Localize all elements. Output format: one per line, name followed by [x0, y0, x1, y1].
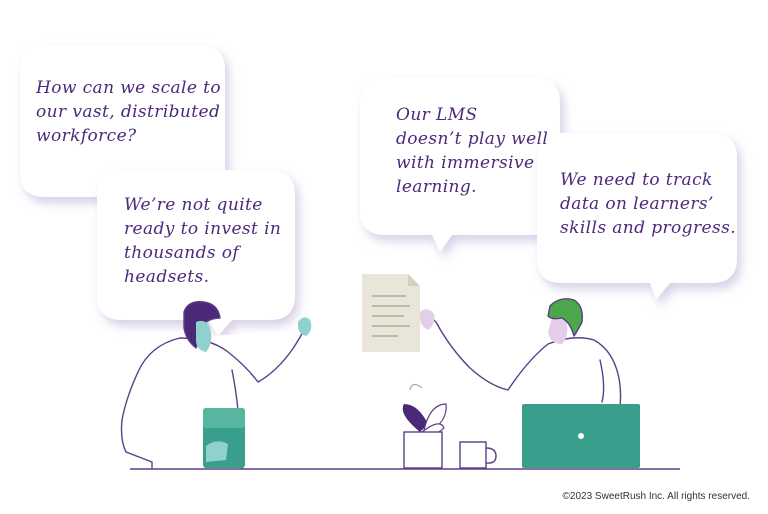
tablet-icon	[203, 408, 245, 468]
copyright-text: ©2023 SweetRush Inc. All rights reserved…	[562, 491, 750, 502]
speech-bubble-track	[537, 133, 737, 300]
paper-document-icon	[362, 274, 420, 352]
right-person-face	[548, 316, 568, 344]
right-person-hand	[420, 309, 435, 330]
bubble-text-headsets: We’re not quite ready to invest in thous…	[124, 195, 282, 287]
left-person-hand	[298, 317, 312, 336]
right-person	[420, 298, 622, 431]
bubble-text-track: We need to track data on learners’ skill…	[560, 170, 736, 238]
laptop-icon	[522, 404, 640, 468]
right-person-hair	[547, 298, 584, 337]
bubble-text-lms: Our LMS doesn’t play well with immersive…	[396, 105, 549, 197]
speech-bubble-scale	[20, 45, 225, 197]
plant-pot-icon	[402, 383, 447, 469]
speech-bubble-lms	[360, 78, 560, 252]
coffee-mug-icon	[459, 441, 497, 469]
speech-bubble-headsets	[97, 170, 295, 336]
left-person-face	[196, 320, 212, 352]
bubble-text-scale: How can we scale to our vast, distribute…	[36, 78, 221, 146]
